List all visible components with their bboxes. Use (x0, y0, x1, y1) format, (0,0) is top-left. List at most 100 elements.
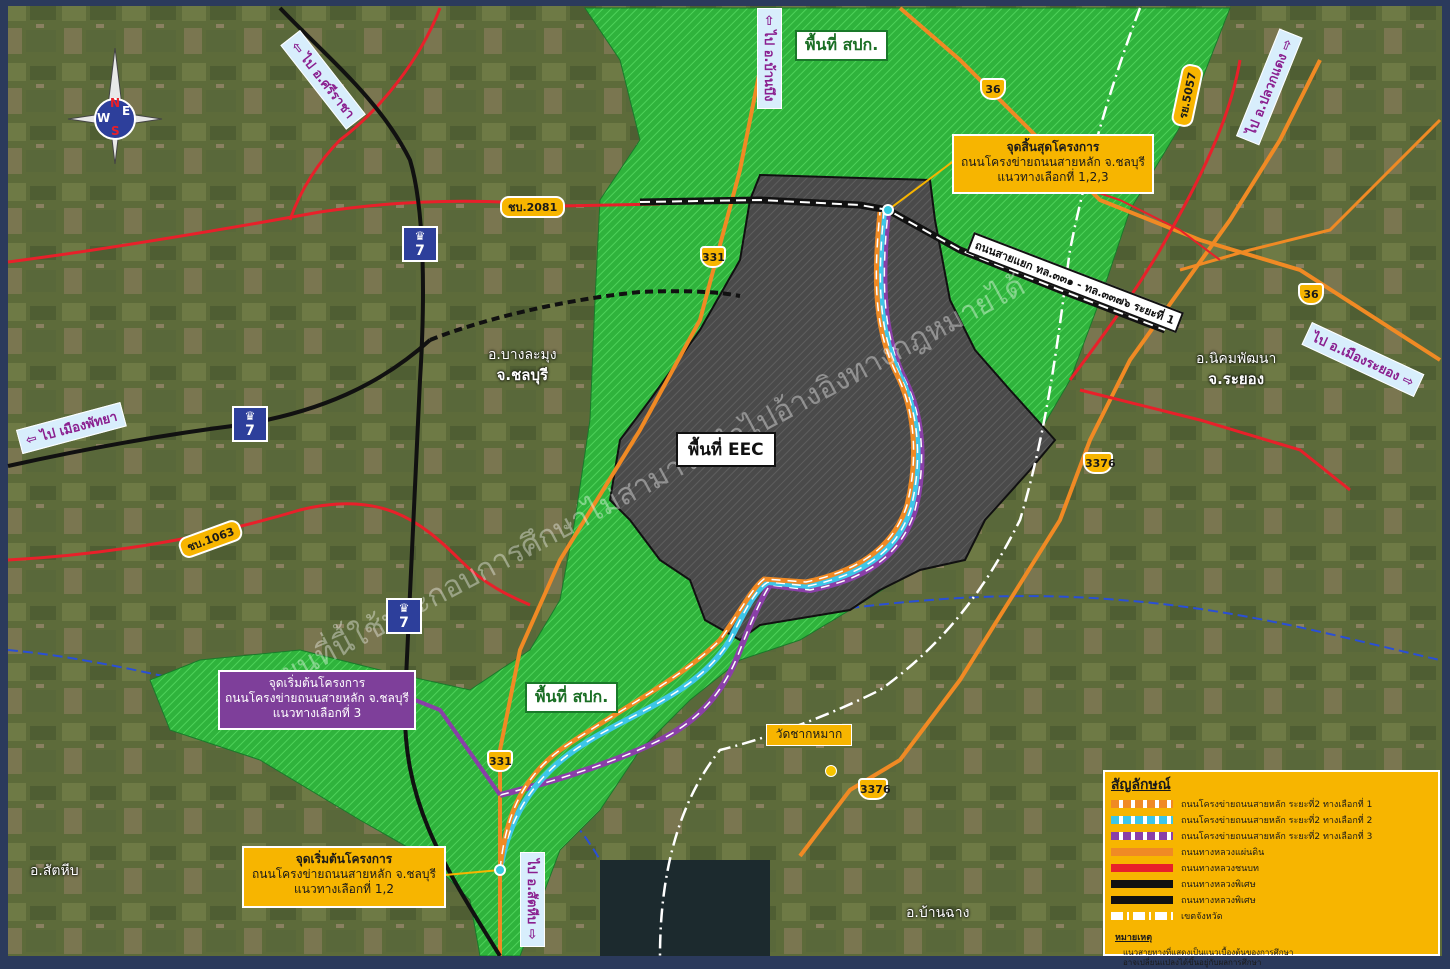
hwy-3376-shield-top: 3376 (1083, 452, 1116, 474)
highway-orange-east (1179, 118, 1442, 272)
legend-swatch (1111, 848, 1173, 856)
temple-label: วัดชากหมาก (766, 724, 852, 746)
rural-road-2081-shield: ชบ.2081 (500, 196, 566, 218)
start-point-marker[interactable] (494, 864, 506, 876)
temple-marker[interactable] (825, 765, 837, 777)
place-ban-chang: อ.บ้านฉาง (906, 905, 970, 921)
compass-west: W (97, 111, 111, 125)
legend-item: ถนนทางหลวงแผ่นดิน (1111, 844, 1438, 860)
place-bang-lamung-province: จ.ชลบุรี (496, 365, 549, 384)
motorway-planned (429, 289, 741, 342)
leader-start-3 (414, 698, 502, 797)
legend-item: ถนนทางหลวงพิเศษ (1111, 892, 1438, 908)
legend-swatch (1111, 816, 1173, 824)
start-point-12-title: จุดเริ่มต้นโครงการ (295, 852, 393, 866)
eec-zone (608, 173, 1057, 642)
river-line-east (759, 595, 1441, 661)
compass-north: N (110, 96, 121, 110)
hwy-3376-shield-bottom: 3376 (858, 778, 891, 800)
legend-swatch (1111, 864, 1173, 872)
start-point-3-callout: จุดเริ่มต้นโครงการ ถนนโครงข่ายถนนสายหลัก… (218, 670, 416, 730)
legend-note-title: หมายเหตุ (1115, 933, 1153, 943)
place-sattahip: อ.สัตหีบ (30, 863, 79, 879)
hwy-331-shield-bottom: 331 (487, 750, 513, 772)
legend-swatch (1111, 912, 1173, 920)
map-frame-right (1442, 0, 1450, 956)
legend-note-line: อาจเปลี่ยนแปลงได้ขึ้นอยู่กับผลการศึกษา (1123, 958, 1262, 968)
hwy-331-shield-top: 331 (700, 246, 726, 268)
legend-label: ถนนโครงข่ายถนนสายหลัก ระยะที่2 ทางเลือกท… (1181, 800, 1373, 810)
rural-road-north (288, 7, 442, 221)
legend-item: ถนนโครงข่ายถนนสายหลัก ระยะที่2 ทางเลือกท… (1111, 796, 1438, 812)
legend-title: สัญลักษณ์ (1111, 777, 1171, 793)
map-legend: สัญลักษณ์ ถนนโครงข่ายถนนสายหลัก ระยะที่2… (1103, 770, 1440, 967)
start-point-3-title: จุดเริ่มต้นโครงการ (268, 676, 366, 690)
highway-orange-36 (898, 6, 1442, 362)
dest-north: ⇦ ไป อ.บ้านบึง (757, 8, 782, 109)
motorway-7-shield-top: ♛ 7 (402, 226, 438, 262)
legend-items: ถนนโครงข่ายถนนสายหลัก ระยะที่2 ทางเลือกท… (1105, 796, 1438, 924)
compass-south: S (111, 124, 120, 138)
end-point-callout: จุดสิ้นสุดโครงการ ถนนโครงข่ายถนนสายหลัก … (952, 134, 1154, 194)
legend-item: ถนนโครงข่ายถนนสายหลัก ระยะที่2 ทางเลือกท… (1111, 812, 1438, 828)
place-bang-lamung: อ.บางละมุง จ.ชลบุรี (488, 346, 557, 386)
place-nikhom-district: อ.นิคมพัฒนา (1196, 351, 1277, 367)
end-point-alternatives: แนวทางเลือกที่ 1,2,3 (997, 170, 1109, 184)
legend-swatch (1111, 880, 1173, 888)
place-bang-lamung-district: อ.บางละมุง (488, 347, 557, 363)
compass-icon (67, 47, 163, 165)
motorway-7-shield-bottom: ♛ 7 (386, 598, 422, 634)
highway-orange-331 (498, 69, 762, 956)
rural-road-5057 (1068, 59, 1242, 381)
legend-swatch (1111, 800, 1173, 808)
legend-label: ถนนทางหลวงชนบท (1181, 864, 1259, 874)
map-frame-left (0, 0, 8, 956)
legend-label: ถนนทางหลวงแผ่นดิน (1181, 848, 1265, 858)
legend-swatch (1111, 832, 1173, 840)
leader-start-12 (444, 869, 501, 876)
end-point-marker[interactable] (882, 204, 894, 216)
arrow-down-icon: ⇨ (524, 924, 539, 940)
legend-swatch (1111, 896, 1173, 904)
start-point-3-road: ถนนโครงข่ายถนนสายหลัก จ.ชลบุรี (225, 691, 409, 705)
compass-rose: N W E S (66, 46, 164, 166)
crown-icon: ♛ (414, 229, 426, 243)
start-point-12-road: ถนนโครงข่ายถนนสายหลัก จ.ชลบุรี (252, 867, 436, 881)
legend-item: ถนนโครงข่ายถนนสายหลัก ระยะที่2 ทางเลือกท… (1111, 828, 1438, 844)
map-frame-top (0, 0, 1450, 6)
alt-route-1-dash (499, 211, 915, 871)
place-nikhom-province: จ.ระยอง (1208, 369, 1265, 388)
hwy-36-shield-right: 36 (1298, 283, 1324, 305)
end-point-road: ถนนโครงข่ายถนนสายหลัก จ.ชลบุรี (961, 155, 1145, 169)
compass-east: E (122, 104, 131, 118)
legend-label: ถนนทางหลวงพิเศษ (1181, 896, 1256, 906)
rural-road-1063 (7, 502, 531, 607)
legend-label: ถนนโครงข่ายถนนสายหลัก ระยะที่2 ทางเลือกท… (1181, 816, 1373, 826)
rural-road-east (1079, 388, 1351, 492)
legend-note: แนวสายทางที่แสดงเป็นแนวเบื้องต้นของการศึ… (1123, 948, 1438, 969)
legend-note-line: แนวสายทางที่แสดงเป็นแนวเบื้องต้นของการศึ… (1123, 948, 1294, 957)
reservoir-area (600, 860, 770, 956)
highway-orange-3376 (798, 59, 1322, 858)
hwy-36-shield-top: 36 (980, 78, 1006, 100)
end-point-title: จุดสิ้นสุดโครงการ (1006, 140, 1100, 154)
dest-sattahip: ไป อ.สัตหีบ ⇨ (520, 852, 545, 947)
legend-item: ถนนทางหลวงชนบท (1111, 860, 1438, 876)
rural-road-2081 (7, 199, 661, 264)
legend-item: เขตจังหวัด (1111, 908, 1438, 924)
start-point-12-callout: จุดเริ่มต้นโครงการ ถนนโครงข่ายถนนสายหลัก… (242, 846, 446, 908)
alro-zone-label-bottom: พื้นที่ สปก. (525, 682, 619, 713)
legend-label: เขตจังหวัด (1181, 912, 1223, 922)
eec-zone-label: พื้นที่ EEC (676, 432, 776, 467)
legend-item: ถนนทางหลวงพิเศษ (1111, 876, 1438, 892)
arrow-up-icon: ⇦ (761, 15, 776, 31)
start-point-12-alternatives: แนวทางเลือกที่ 1,2 (294, 882, 394, 896)
motorway-7 (278, 6, 502, 956)
legend-label: ถนนโครงข่ายถนนสายหลัก ระยะที่2 ทางเลือกท… (1181, 832, 1373, 842)
motorway-7-shield-middle: ♛ 7 (232, 406, 268, 442)
crown-icon: ♛ (398, 601, 410, 615)
alro-zone-label-top: พื้นที่ สปก. (795, 30, 889, 61)
place-nikhom: อ.นิคมพัฒนา จ.ระยอง (1196, 350, 1276, 390)
legend-label: ถนนทางหลวงพิเศษ (1181, 880, 1256, 890)
